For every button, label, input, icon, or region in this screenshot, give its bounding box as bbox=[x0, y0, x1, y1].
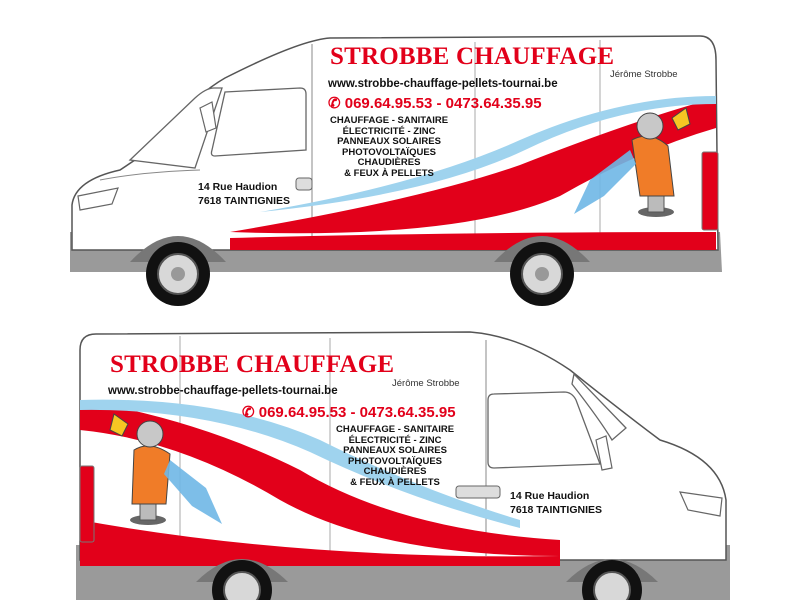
top-van-front-wheel bbox=[130, 236, 226, 306]
top-address-city: 7618 TAINTIGNIES bbox=[198, 195, 290, 207]
top-service-item: & FEUX À PELLETS bbox=[344, 167, 434, 179]
bottom-van-body bbox=[79, 331, 727, 561]
bottom-van-blue-swoosh bbox=[80, 399, 520, 528]
bottom-address-city: 7618 TAINTIGNIES bbox=[510, 504, 602, 516]
bottom-address: 14 Rue Haudion 7618 TAINTIGNIES bbox=[510, 489, 602, 517]
top-service-item: PANNEAUX SOLAIRES bbox=[337, 136, 441, 147]
bottom-owner-name: Jérôme Strobbe bbox=[392, 378, 460, 389]
bottom-address-street: 14 Rue Haudion bbox=[510, 490, 590, 502]
top-address-street: 14 Rue Haudion bbox=[198, 181, 278, 193]
top-services-list: CHAUFFAGE - SANITAIRE ÉLECTRICITÉ - ZINC… bbox=[330, 115, 449, 179]
bottom-company-name: STROBBE CHAUFFAGE bbox=[110, 351, 395, 378]
top-website: www.strobbe-chauffage-pellets-tournai.be bbox=[328, 78, 558, 90]
top-van-blue-swoosh bbox=[260, 96, 716, 212]
top-phone-numbers: ✆ 069.64.95.53 - 0473.64.35.95 bbox=[328, 95, 542, 112]
top-owner-name: Jérôme Strobbe bbox=[610, 69, 678, 80]
bottom-van-cab-window bbox=[487, 391, 601, 469]
top-service-item: ÉLECTRICITÉ - ZINC bbox=[342, 125, 436, 137]
bottom-service-item: PHOTOVOLTAÏQUES bbox=[348, 455, 442, 467]
bottom-van-rear-wheel bbox=[196, 559, 288, 600]
top-van-headlight bbox=[77, 187, 119, 211]
bottom-van-red-swoosh bbox=[80, 400, 560, 556]
top-van-cab-window bbox=[210, 87, 307, 157]
bottom-service-item: & FEUX À PELLETS bbox=[350, 476, 440, 488]
bottom-van-front-wheel bbox=[566, 559, 658, 600]
bottom-van-mirror bbox=[595, 435, 613, 471]
top-van-tail-light bbox=[701, 151, 719, 231]
top-service-item: CHAUDIÈRES bbox=[357, 157, 421, 168]
bottom-van-plumber-mascot-icon bbox=[109, 413, 222, 525]
top-van-vent bbox=[295, 177, 313, 191]
bottom-service-item: CHAUFFAGE - SANITAIRE bbox=[336, 424, 455, 435]
top-address: 14 Rue Haudion 7618 TAINTIGNIES bbox=[198, 180, 290, 208]
bottom-van-tail-light bbox=[79, 465, 95, 543]
phone-icon: ✆ bbox=[242, 404, 259, 421]
bottom-service-item: CHAUDIÈRES bbox=[363, 466, 427, 477]
phone-icon: ✆ bbox=[328, 95, 345, 112]
top-van-plumber-mascot-icon bbox=[574, 107, 691, 217]
top-company-name: STROBBE CHAUFFAGE bbox=[330, 43, 615, 70]
top-service-item: PHOTOVOLTAÏQUES bbox=[342, 146, 436, 158]
bottom-service-item: ÉLECTRICITÉ - ZINC bbox=[348, 434, 442, 446]
bottom-services-list: CHAUFFAGE - SANITAIRE ÉLECTRICITÉ - ZINC… bbox=[336, 424, 455, 488]
top-van-red-swoosh bbox=[230, 98, 716, 234]
top-van-mirror bbox=[199, 101, 217, 133]
top-service-item: CHAUFFAGE - SANITAIRE bbox=[330, 115, 449, 126]
bottom-service-item: PANNEAUX SOLAIRES bbox=[343, 445, 447, 456]
top-van-windshield bbox=[128, 87, 223, 169]
bottom-van-windshield bbox=[571, 372, 627, 441]
bottom-phone-numbers: ✆ 069.64.95.53 - 0473.64.35.95 bbox=[242, 404, 456, 421]
bottom-van-headlight bbox=[679, 491, 723, 517]
bottom-website: www.strobbe-chauffage-pellets-tournai.be bbox=[108, 385, 338, 397]
bottom-van-vent bbox=[455, 485, 501, 499]
top-van-rear-wheel bbox=[494, 236, 590, 306]
